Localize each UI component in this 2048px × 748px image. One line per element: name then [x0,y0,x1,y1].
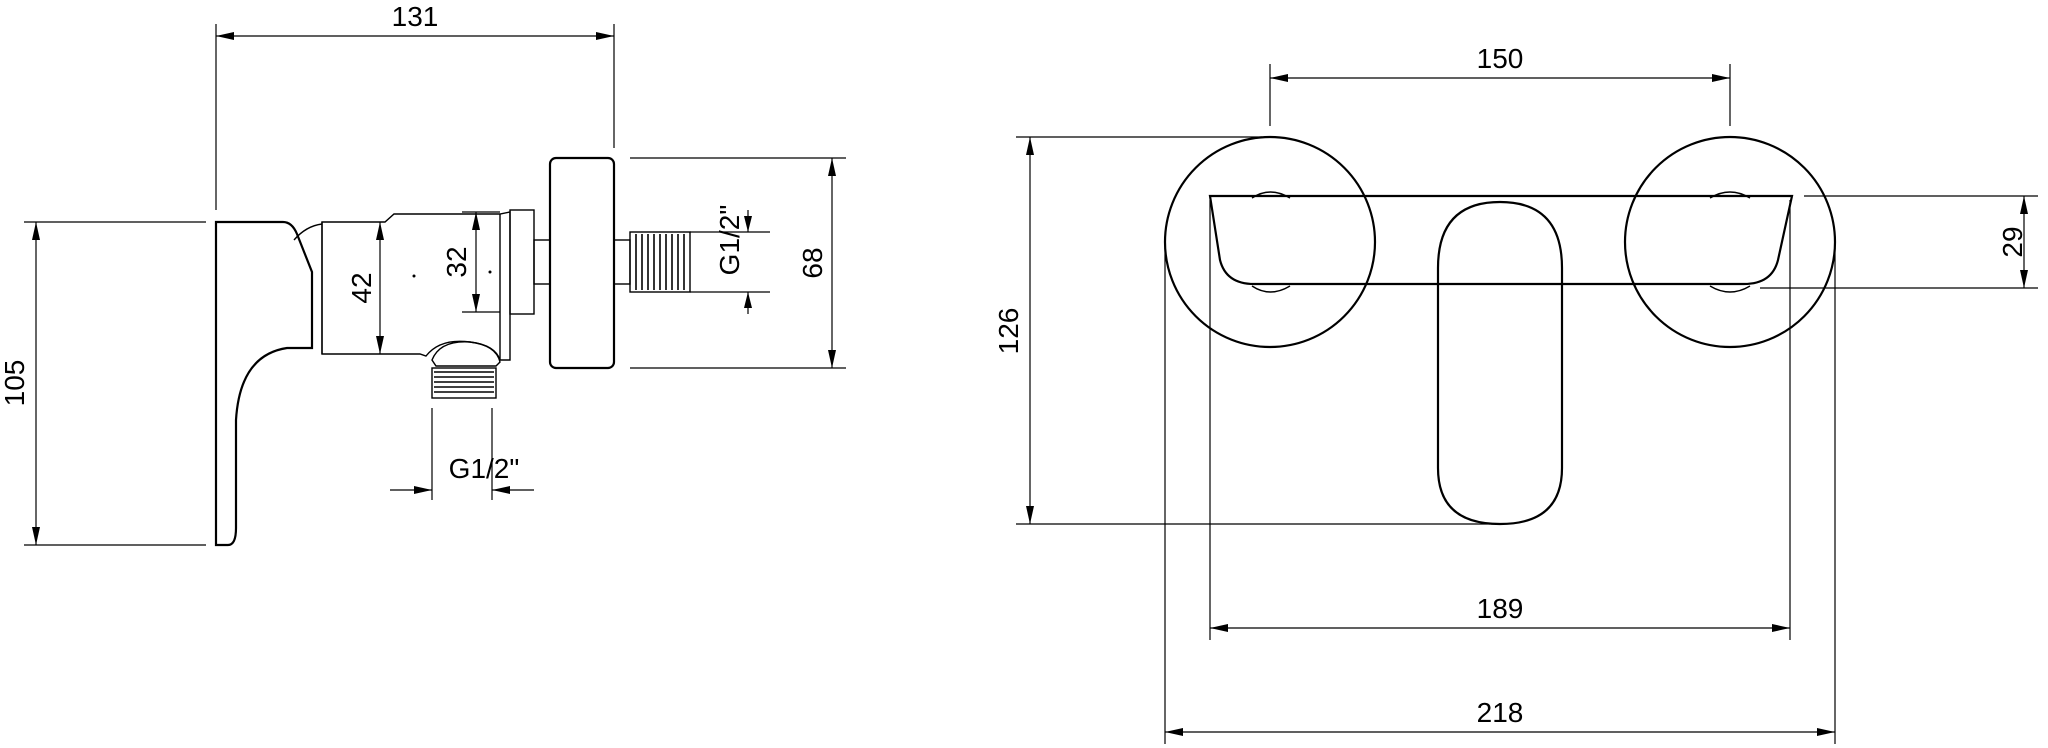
dim-thread-top-label: G1/2" [714,205,745,276]
mixer-body-front [1208,194,1794,286]
dim-flange-height-label: 68 [797,247,828,278]
dim-flange-height: 68 [630,157,846,369]
dim-body-height: 42 [346,222,384,354]
dim-lever-height: 29 [1760,195,2038,289]
dim-thread-bottom-label: G1/2" [449,453,520,484]
lever-handle [214,220,314,547]
dim-body-width: 189 [1209,200,1791,640]
dim-thread-top: G1/2" [690,205,770,314]
dim-body-height-label: 42 [346,272,377,303]
dim-thread-bottom: G1/2" [390,408,534,500]
front-view: 150 126 29 189 [993,43,2038,744]
dim-side-width: 131 [215,1,615,210]
right-rosette [1623,135,1837,349]
side-view: 131 105 42 32 [0,1,846,547]
dim-center-distance: 150 [1269,43,1731,126]
dim-center-distance-label: 150 [1477,43,1524,74]
cartridge-cap [293,223,323,241]
dim-front-height-label: 126 [993,308,1024,355]
dim-overall-width: 218 [1164,248,1836,744]
dim-nut-height: 32 [441,211,500,313]
dim-overall-width-label: 218 [1477,697,1524,728]
dim-lever-height-label: 29 [1997,226,2028,257]
wall-flange [548,156,616,370]
lever-front [1436,200,1564,526]
dim-front-height: 126 [993,136,1490,525]
dim-body-width-label: 189 [1477,593,1524,624]
inlet-nut [509,209,535,315]
dim-side-height-label: 105 [0,360,30,407]
outlet-nut [431,341,501,367]
dim-side-height: 105 [0,221,206,546]
dim-side-width-label: 131 [392,1,439,32]
outlet-thread [431,367,497,399]
dim-nut-height-label: 32 [441,246,472,277]
inlet-thread [613,231,691,293]
left-rosette [1163,135,1377,349]
